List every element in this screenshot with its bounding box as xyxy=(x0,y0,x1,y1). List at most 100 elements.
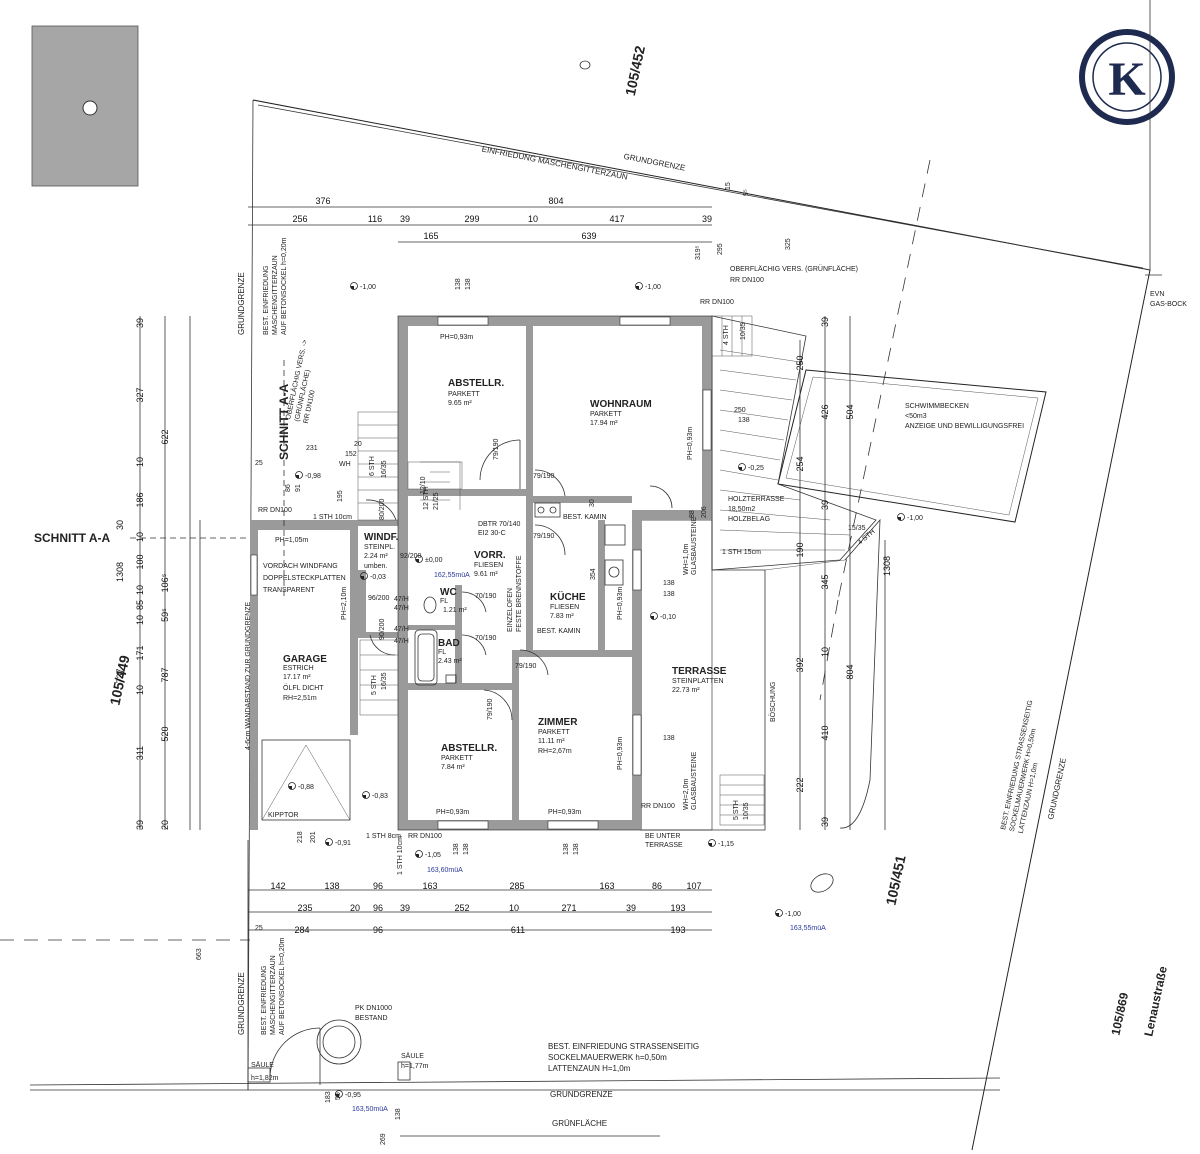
svg-text:EI2 30-C: EI2 30-C xyxy=(478,530,506,537)
svg-text:-1,00: -1,00 xyxy=(645,284,661,291)
dimension-value: 138 xyxy=(738,417,750,424)
dimension-value: 39 xyxy=(820,500,830,510)
dimension-value: 91 xyxy=(295,484,302,492)
gate-saeule-2: SÄULE h=1,77m xyxy=(397,1052,429,1081)
dimension-value: 25 xyxy=(255,460,263,467)
dimension-value: 107 xyxy=(686,881,701,891)
dimension-value: 39 xyxy=(400,903,410,913)
level-marker: -0,91 xyxy=(325,838,351,847)
svg-text:ABSTELLR.: ABSTELLR. xyxy=(448,378,504,389)
dimension-value: 256 xyxy=(292,214,307,224)
dimension-value: 186 xyxy=(135,492,145,507)
dimension-value: 10 xyxy=(135,685,145,695)
dimension-value: 138 xyxy=(453,843,460,855)
level-marker: -1,00 xyxy=(775,909,801,918)
logo-letter: K xyxy=(1108,53,1145,106)
dimension-value: 183 xyxy=(325,1091,332,1103)
dimension-value: 116 xyxy=(368,214,382,224)
svg-text:1 STH 15cm: 1 STH 15cm xyxy=(722,549,761,556)
svg-text:FESTE BRENNSTOFFE: FESTE BRENNSTOFFE xyxy=(516,555,523,632)
door-dimension: 10/35 xyxy=(743,802,750,820)
dimension-value: 206 xyxy=(701,506,708,518)
dimension-value: 163 xyxy=(599,881,614,891)
svg-text:BE UNTER: BE UNTER xyxy=(645,833,680,840)
dimension-value: 10 xyxy=(135,457,145,467)
dimension-value: 804 xyxy=(845,664,855,679)
svg-text:DOPPELSTECKPLATTEN: DOPPELSTECKPLATTEN xyxy=(263,575,346,582)
dimension-value: 138 xyxy=(663,580,675,587)
svg-text:RR DN100: RR DN100 xyxy=(641,803,675,810)
door-dimension: 70/190 xyxy=(475,593,497,600)
svg-text:GAS-BOCK: GAS-BOCK xyxy=(1150,301,1187,308)
dimension-value: 15 xyxy=(725,182,732,190)
svg-text:6 STH: 6 STH xyxy=(369,456,376,476)
svg-text:PH=1,05m: PH=1,05m xyxy=(275,537,308,544)
pk-shaft xyxy=(316,1019,362,1065)
door-dimension: 12/10 xyxy=(420,476,427,494)
svg-text:<50m3: <50m3 xyxy=(905,413,927,420)
dimension-value: 1308 xyxy=(115,562,125,582)
misc-notes: DBTR 70/140 EI2 30-C EINZELOFEN FESTE BR… xyxy=(258,299,734,849)
dimension-value: 55 xyxy=(335,1092,342,1100)
svg-text:AUF BETONSOCKEL h=0,20m: AUF BETONSOCKEL h=0,20m xyxy=(281,237,288,335)
dimension-value: 171 xyxy=(135,645,145,660)
svg-text:KIPPTOR: KIPPTOR xyxy=(268,812,299,819)
svg-text:163,60müA: 163,60müA xyxy=(427,867,463,874)
svg-text:VORR.: VORR. xyxy=(474,550,506,561)
svg-text:BEST. KAMIN: BEST. KAMIN xyxy=(563,514,607,521)
dimension-value: 201 xyxy=(310,831,317,843)
dimension-value: 39 xyxy=(135,820,145,830)
room-zimmer: ZIMMER PARKETT 11.11 m² RH=2,67m PH=0,93… xyxy=(538,717,624,816)
svg-text:TERRASSE: TERRASSE xyxy=(645,842,683,849)
door-dimension: 79/190 xyxy=(533,533,555,540)
svg-text:ABSTELLR.: ABSTELLR. xyxy=(441,743,497,754)
dimension-value: 165 xyxy=(423,231,438,241)
door-dimensions: 79/19079/19079/19070/19070/19079/19079/1… xyxy=(368,322,866,820)
windows xyxy=(250,316,712,830)
door-swings xyxy=(365,439,673,721)
svg-text:18,50m2: 18,50m2 xyxy=(728,506,755,513)
svg-text:1 STH 8cm: 1 STH 8cm xyxy=(366,833,401,840)
svg-text:-0,10: -0,10 xyxy=(660,614,676,621)
room-bad: BAD FL 2.43 m² xyxy=(438,638,462,665)
dimension-value: 39 xyxy=(400,214,410,224)
dimension-value: 787 xyxy=(160,667,170,682)
garage: GARAGE ESTRICH 17.17 m² ÖLFL DICHT RH=2,… xyxy=(261,537,351,821)
dimension-value: 1308 xyxy=(882,556,892,576)
svg-text:TERRASSE: TERRASSE xyxy=(672,666,727,677)
svg-text:SÄULE: SÄULE xyxy=(251,1061,274,1069)
dimension-value: 311 xyxy=(135,746,145,760)
svg-text:DBTR 70/140: DBTR 70/140 xyxy=(478,521,521,528)
dimension-value: 142 xyxy=(270,881,285,891)
svg-text:MASCHENGITTERZAUN: MASCHENGITTERZAUN xyxy=(270,955,277,1035)
svg-text:BEST. EINFRIEDUNG: BEST. EINFRIEDUNG xyxy=(263,265,270,335)
svg-text:BEST. EINFRIEDUNG STRASSENSEIT: BEST. EINFRIEDUNG STRASSENSEITIG xyxy=(548,1042,699,1051)
dimension-value: 10 xyxy=(135,615,145,625)
svg-text:1 STH 10cm: 1 STH 10cm xyxy=(313,514,352,521)
dimension-value: 319⁵ xyxy=(695,245,702,260)
dimension-value: 284 xyxy=(294,925,309,935)
dimension-value: 222 xyxy=(795,777,805,792)
property-boundary xyxy=(29,0,1162,1151)
dimension-value: 138 xyxy=(663,591,675,598)
dimension-value: 269 xyxy=(380,1133,387,1145)
dimension-value: 271 xyxy=(561,903,576,913)
dimension-value: 218 xyxy=(297,831,304,843)
svg-text:9.65 m²: 9.65 m² xyxy=(448,400,472,407)
evn-gas-box: EVN GAS-BOCK xyxy=(1150,291,1187,308)
dimension-value: 417 xyxy=(609,214,624,224)
svg-text:PH=0,93m: PH=0,93m xyxy=(617,737,624,770)
dimension-value: 639 xyxy=(581,231,596,241)
svg-text:-0,91: -0,91 xyxy=(335,840,351,847)
dimension-value: 30 xyxy=(115,520,125,530)
svg-text:17.17 m²: 17.17 m² xyxy=(283,674,311,681)
svg-text:KÜCHE: KÜCHE xyxy=(550,590,586,603)
svg-text:GLASBAUSTEINE: GLASBAUSTEINE xyxy=(691,751,698,810)
dimension-value: 100 xyxy=(135,554,145,569)
dimension-value: 39 xyxy=(702,214,712,224)
dimension-value: 10 xyxy=(135,532,145,542)
svg-text:SOCKELMAUERWERK h=0,50m: SOCKELMAUERWERK h=0,50m xyxy=(548,1053,667,1062)
svg-text:PH=0,93m: PH=0,93m xyxy=(436,809,469,816)
fence-west-note-2: BEST. EINFRIEDUNG MASCHENGITTERZAUN AUF … xyxy=(261,937,286,1035)
